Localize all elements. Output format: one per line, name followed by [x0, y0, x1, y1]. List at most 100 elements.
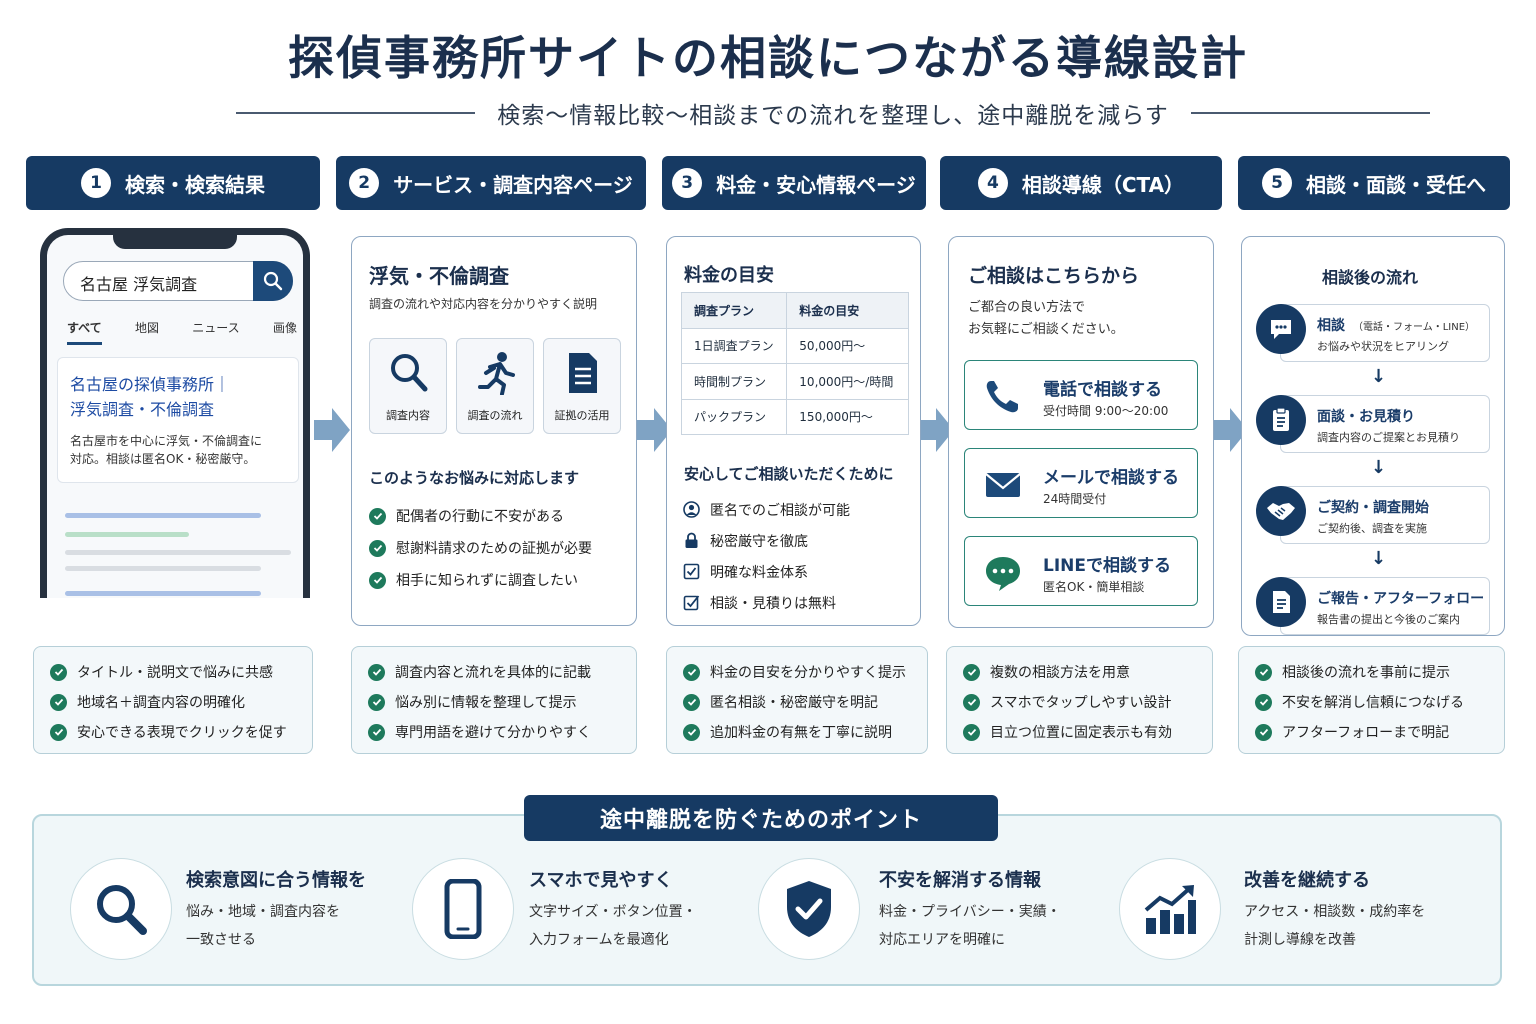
- magnifier-icon: [391, 354, 428, 392]
- check-icon: [369, 539, 386, 557]
- step-number: 5: [1262, 168, 1292, 198]
- tile-label: 調査の流れ: [467, 409, 523, 422]
- phone-mockup: 名古屋 浮気調査 すべて 地図 ニュース 画像 名古屋の探偵事務所｜ 浮気調査・…: [40, 228, 310, 598]
- point-desc: 料金・プライバシー・実績・対応エリアを明確に: [879, 904, 1061, 948]
- search-result[interactable]: 名古屋の探偵事務所｜ 浮気調査・不倫調査 名古屋市を中心に浮気・不倫調査に 対応…: [57, 357, 299, 483]
- report-icon: [1256, 577, 1306, 627]
- tab-news[interactable]: ニュース: [192, 321, 240, 335]
- divider-left: [236, 112, 476, 114]
- check-icon: [50, 693, 67, 711]
- safe-item: 秘密厳守を徹底: [683, 525, 850, 556]
- concern-item: 相手に知られずに調査したい: [369, 564, 592, 596]
- cta-desc: ご都合の良い方法で お気軽にご相談ください。: [968, 297, 1124, 341]
- flow-step-title: 面談・お見積り: [1317, 409, 1415, 425]
- placeholder-line: [65, 591, 261, 596]
- cta-title: ご相談はこちらから: [968, 265, 1140, 287]
- point-item: 料金の目安を分かりやすく提示: [683, 657, 911, 687]
- flow-step-title: ご契約・調査開始: [1317, 500, 1429, 516]
- check-icon: [963, 723, 980, 741]
- check-icon: [1255, 693, 1272, 711]
- point-desc: 悩み・地域・調査内容を一致させる: [186, 904, 340, 948]
- mail-consult-button[interactable]: メールで相談する 24時間受付: [964, 448, 1198, 518]
- step-number: 2: [349, 168, 380, 198]
- lock-icon: [685, 532, 698, 548]
- point-item: 相談後の流れを事前に提示: [1255, 657, 1488, 687]
- check-icon: [50, 663, 67, 681]
- anonymous-user-icon: [683, 501, 700, 518]
- cta-desc-line-1: ご都合の良い方法で: [968, 300, 1086, 315]
- result-desc-line-1: 名古屋市を中心に浮気・不倫調査に: [70, 434, 263, 448]
- tile-content[interactable]: 調査内容: [369, 338, 447, 434]
- flow-step-desc: お悩みや状況をヒアリング: [1317, 340, 1449, 353]
- point-title: 改善を継続する: [1244, 870, 1370, 891]
- result-title-line-2[interactable]: 浮気調査・不倫調査: [70, 400, 215, 419]
- checkbox-icon: [683, 563, 700, 580]
- flow-arrow-icon: [314, 408, 350, 452]
- growth-chart-icon: [1119, 858, 1221, 960]
- step-1-points: タイトル・説明文で悩みに共感 地域名＋調査内容の明確化 安心できる表現でクリック…: [33, 646, 313, 754]
- point-item: 不安を解消し信頼につなげる: [1255, 687, 1488, 717]
- mail-icon: [985, 473, 1021, 497]
- tile-flow[interactable]: 調査の流れ: [456, 338, 534, 434]
- cta-button-desc: 匿名OK・簡単相談: [1043, 580, 1145, 594]
- page-subtitle: 検索〜情報比較〜相談までの流れを整理し、途中離脱を減らす: [497, 103, 1169, 129]
- point-desc: アクセス・相談数・成約率を計測し導線を改善: [1244, 904, 1426, 948]
- line-consult-button[interactable]: LINEで相談する 匿名OK・簡単相談: [964, 536, 1198, 606]
- point-title: スマホで見やすく: [529, 870, 673, 891]
- point-title: 不安を解消する情報: [879, 870, 1041, 891]
- step-label: 相談・面談・受任へ: [1306, 172, 1486, 197]
- price-title: 料金の目安: [684, 265, 774, 286]
- down-arrow-icon: ↓: [1371, 548, 1387, 569]
- search-input[interactable]: 名古屋 浮気調査: [63, 261, 293, 301]
- point-item: 追加料金の有無を丁寧に説明: [683, 717, 911, 747]
- check-icon: [369, 571, 386, 589]
- subtitle-row: 検索〜情報比較〜相談までの流れを整理し、途中離脱を減らす: [236, 98, 1431, 129]
- search-button[interactable]: [253, 261, 293, 301]
- flow-step-consult: 相談（電話・フォーム・LINE） お悩みや状況をヒアリング: [1280, 304, 1490, 362]
- step-label: 検索・検索結果: [125, 172, 265, 197]
- search-icon: [263, 271, 283, 291]
- safe-title: 安心してご相談いただくために: [684, 465, 894, 483]
- tab-images[interactable]: 画像: [272, 321, 297, 335]
- point-desc: 文字サイズ・ボタン位置・入力フォームを最適化: [529, 904, 697, 948]
- tile-evidence[interactable]: 証拠の活用: [543, 338, 621, 434]
- placeholder-line: [65, 532, 189, 537]
- step-number: 4: [977, 168, 1008, 198]
- phone-consult-button[interactable]: 電話で相談する 受付時間 9:00〜20:00: [964, 360, 1198, 430]
- flow-step-title: ご報告・アフターフォロー: [1317, 591, 1485, 607]
- points-title: 途中離脱を防ぐためのポイント: [524, 795, 998, 841]
- result-title-line-1[interactable]: 名古屋の探偵事務所｜: [70, 375, 231, 394]
- tile-label: 証拠の活用: [554, 409, 610, 422]
- cta-button-title: LINEで相談する: [1043, 556, 1171, 576]
- flow-step-desc: 報告書の提出と今後のご案内: [1317, 613, 1460, 626]
- point-item: 悩み別に情報を整理して提示: [368, 687, 620, 717]
- table-header-row: 調査プラン料金の目安: [680, 292, 909, 329]
- chat-bubble-icon: [986, 557, 1020, 591]
- search-intent-icon: [70, 858, 172, 960]
- tab-all[interactable]: すべて: [67, 319, 102, 345]
- safe-item: 明確な料金体系: [683, 556, 850, 587]
- flow-step-title: 相談（電話・フォーム・LINE）: [1317, 318, 1476, 334]
- step-header-3: 3 料金・安心情報ページ: [662, 156, 926, 210]
- result-description: 名古屋市を中心に浮気・不倫調査に 対応。相談は匿名OK・秘密厳守。: [70, 430, 286, 470]
- result-desc-line-2: 対応。相談は匿名OK・秘密厳守。: [70, 452, 256, 466]
- point-item: 匿名相談・秘密厳守を明記: [683, 687, 911, 717]
- clipboard-icon: [1256, 395, 1306, 445]
- flow-step-desc: ご契約後、調査を実施: [1317, 522, 1427, 535]
- point-title: 検索意図に合う情報を: [186, 870, 366, 891]
- search-tabs: すべて 地図 ニュース 画像: [67, 319, 297, 345]
- tab-map[interactable]: 地図: [134, 321, 159, 335]
- point-item: 複数の相談方法を用意: [963, 657, 1196, 687]
- check-icon: [50, 723, 67, 741]
- running-person-icon: [478, 352, 515, 395]
- check-icon: [683, 723, 700, 741]
- step-5-points: 相談後の流れを事前に提示 不安を解消し信頼につなげる アフターフォローまで明記: [1238, 646, 1505, 754]
- point-item: スマホでタップしやすい設計: [963, 687, 1196, 717]
- handshake-icon: [1256, 486, 1306, 536]
- checklist-icon: [683, 595, 700, 611]
- step-header-5: 5 相談・面談・受任へ: [1238, 156, 1510, 210]
- check-icon: [963, 663, 980, 681]
- divider-right: [1190, 112, 1431, 114]
